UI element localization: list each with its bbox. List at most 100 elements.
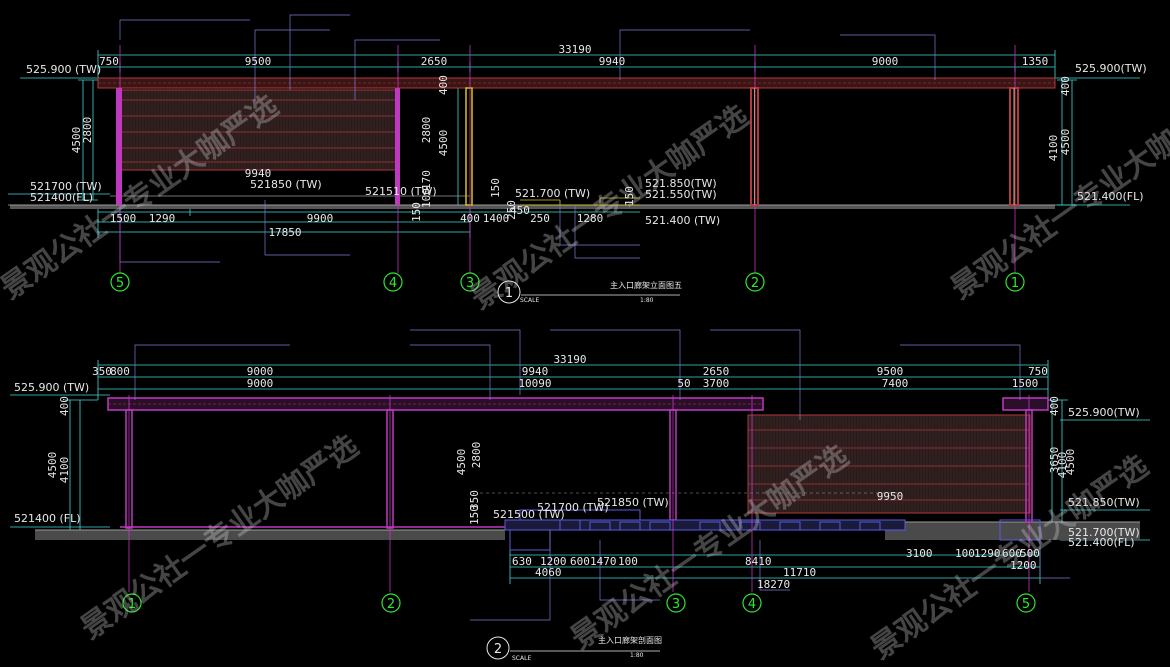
vdim: 400 [1048, 396, 1061, 416]
bottom-dim: 450 [510, 204, 530, 217]
bottom-dim: 17850 [268, 226, 301, 239]
vdim: 400 [437, 75, 450, 95]
span-dim: 9000 [872, 55, 899, 68]
bottom-dim: 250 [530, 212, 550, 225]
grid-label: 1 [1011, 276, 1019, 291]
bottom-dim: 8410 [745, 555, 772, 568]
level-521550: 521.550(TW) [645, 188, 717, 201]
bottom-levels: 525.900 (TW) 525.900(TW) 521400 (FL) 521… [14, 381, 1140, 549]
vdim: 3650 [1048, 447, 1061, 474]
grid-label: 4 [389, 276, 397, 291]
vdim: 4500 [455, 449, 468, 476]
vdim: 150 [623, 186, 636, 206]
span-dim: 750 [1028, 365, 1048, 378]
level-521850r: 521.850(TW) [1068, 496, 1140, 509]
watermarks: 景观公社一专业大咖严选 景观公社一专业大咖严选 景观公社一专业大咖严选 景观公社… [0, 89, 1170, 667]
vdim: 4100 [1056, 452, 1069, 479]
level-521400b: 521.400 (TW) [645, 214, 720, 227]
scale-ratio: 1:80 [630, 652, 644, 659]
level-tw-left: 525.900 (TW) [26, 63, 101, 76]
vdim: 4100 [1047, 135, 1060, 162]
drawing-title: 主入口廊架立面图五 [610, 280, 682, 290]
top-columns [116, 87, 1019, 206]
bottom-dim: 1280 [577, 212, 604, 225]
top-dimension-lines [8, 50, 1140, 238]
level-fl-right: 521.400(FL) [1068, 536, 1135, 549]
total-dim: 33190 [553, 353, 586, 366]
top-grid-lines [119, 45, 1016, 273]
level-521850: 521850 (TW) [250, 178, 322, 191]
level-521500: 521500 (TW) [493, 508, 565, 521]
span-dim: 9000 [247, 365, 274, 378]
top-roof-beam [97, 77, 1056, 89]
top-grid-circles [110, 272, 1025, 292]
span-dim: 10090 [518, 377, 551, 390]
level-fl-left: 521400 (FL) [14, 512, 81, 525]
vdim: 100 [420, 188, 433, 208]
bottom-dim: 11710 [783, 566, 816, 579]
elevation-five: 5 4 3 2 1 33190 750 9500 2650 9940 9000 … [8, 14, 1147, 304]
span-dim: 50 [677, 377, 690, 390]
level-521510: 521510 (TW) [365, 185, 437, 198]
level-521700b: 521.700 (TW) [515, 187, 590, 200]
level-521850: 521850 (TW) [597, 496, 669, 509]
level-521700r: 521.700(TW) [1068, 526, 1140, 539]
grid-label: 2 [751, 276, 759, 291]
screen-width-dim: 9940 [245, 167, 272, 180]
grid-label: 3 [672, 597, 680, 612]
bottom-dim: 600 [1002, 547, 1022, 560]
grid-label: 5 [116, 276, 124, 291]
grid-label: 1 [128, 597, 136, 612]
section-view: 1 2 3 4 5 33190 350 800 9000 9940 2650 9… [10, 329, 1150, 662]
span-dim: 350 [92, 365, 112, 378]
span-dim: 9500 [877, 365, 904, 378]
bottom-leaders [134, 329, 1070, 621]
bottom-title-block: 2 主入口廊架剖面图 SCALE 1:80 [486, 635, 662, 662]
bottom-dim: 1200 [540, 555, 567, 568]
top-screen-panel [119, 89, 399, 171]
span-dim: 750 [99, 55, 119, 68]
watermark-text: 景观公社一专业大咖严选 [565, 439, 855, 657]
span-dim: 9000 [247, 377, 274, 390]
top-dimension-texts: 33190 750 9500 2650 9940 9000 1350 9940 … [99, 43, 1048, 239]
vdim: 4500 [1064, 449, 1077, 476]
top-levels: 525.900 (TW) 525.900(TW) 521700 (TW) 521… [26, 62, 1147, 227]
drawing-title: 主入口廊架剖面图 [598, 635, 662, 645]
level-fl: 521.400(FL) [1077, 190, 1144, 203]
span-dim: 2650 [421, 55, 448, 68]
vdim: 4500 [1059, 129, 1072, 156]
bottom-ground [35, 521, 1140, 540]
bottom-dim: 1470 [590, 555, 617, 568]
span-dim: 7400 [882, 377, 909, 390]
vdim: 2800 [420, 117, 433, 144]
level-521700: 521700 (TW) [537, 501, 609, 514]
span-dim: 9940 [522, 365, 549, 378]
bottom-grid-lines [128, 395, 1030, 592]
bottom-dim: 1400 [483, 212, 510, 225]
bottom-dim: 18270 [757, 578, 790, 591]
bottom-dim: 100 [955, 547, 975, 560]
scale-number: 2 [494, 642, 502, 657]
scale-ratio: 1:80 [640, 297, 654, 304]
top-step-detail [520, 197, 640, 206]
vdim: 4100 [58, 457, 71, 484]
top-title-block: 1 主入口廊架立面图五 SCALE 1:80 [497, 280, 682, 304]
vdim: 150 [489, 178, 502, 198]
scale-word: SCALE [520, 297, 539, 304]
bottom-dimension-texts: 33190 350 800 9000 9940 2650 9500 750 90… [92, 353, 1048, 503]
bottom-dim: 600 [570, 555, 590, 568]
bottom-dim: 1500 [110, 212, 137, 225]
grid-label: 3 [466, 276, 474, 291]
vdim: 150 [410, 202, 423, 222]
vdim: 170 [420, 170, 433, 190]
vdim: 150 [468, 505, 481, 525]
span-dim: 1500 [1012, 377, 1039, 390]
vdim: 400 [1059, 76, 1072, 96]
scale-number: 1 [505, 286, 513, 301]
bottom-small-dims: 630 1200 600 1470 100 8410 3100 100 1290… [512, 547, 1040, 591]
bottom-dim: 400 [460, 212, 480, 225]
bottom-screen-panel [747, 414, 1031, 514]
screen-width-dim: 9950 [877, 490, 904, 503]
